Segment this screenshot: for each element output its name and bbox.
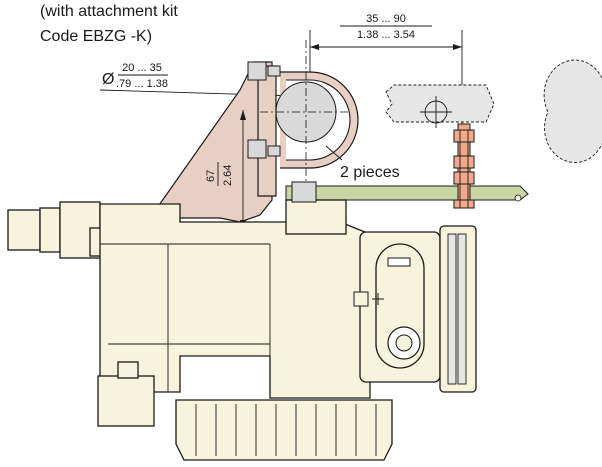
mounting-plate xyxy=(285,185,529,202)
transmitter-body xyxy=(7,181,477,461)
height-dimension: 67 2.64 xyxy=(205,110,246,230)
pipe-distance-mm: 35 ... 90 xyxy=(366,13,406,25)
pipe-distance-inch: 1.38 ... 3.54 xyxy=(357,29,415,41)
header-note-line2: Code EBZG -K) xyxy=(40,28,152,45)
pipe-diameter-inch: .79 ... 1.38 xyxy=(116,78,168,90)
height-inch: 2.64 xyxy=(222,165,234,186)
pipe-distance-dimension: 35 ... 90 1.38 ... 3.54 xyxy=(309,13,463,160)
pipe-diameter-mm: 20 ... 35 xyxy=(122,62,162,74)
ghost-pipe-section xyxy=(543,59,602,163)
mounting-bracket xyxy=(148,40,359,223)
pipe-diameter-dimension: Ø 20 ... 35 .79 ... 1.38 xyxy=(99,62,301,97)
diameter-symbol: Ø xyxy=(102,71,114,88)
ghost-clamp-top-view xyxy=(385,84,495,128)
height-mm: 67 xyxy=(205,170,217,182)
header-note-line1: (with attachment kit xyxy=(40,3,178,20)
pieces-leader xyxy=(325,145,343,161)
threaded-bolt-assembly xyxy=(453,123,475,209)
pieces-label: 2 pieces xyxy=(340,164,400,181)
